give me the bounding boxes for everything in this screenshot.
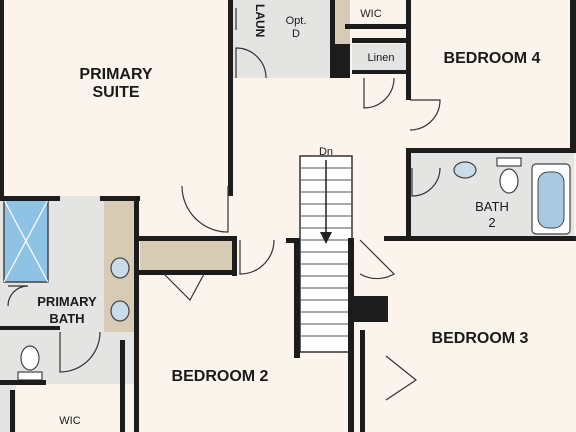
hall-counter — [140, 240, 232, 270]
bath-2-tub-basin — [537, 171, 565, 229]
stair-direction-label: Dn — [319, 146, 333, 158]
stair-arrow-head — [320, 232, 332, 244]
bath-2-label-line2: 2 — [488, 215, 495, 230]
primary-toilet-bowl — [20, 345, 40, 371]
opt-d-label-line2: D — [292, 28, 300, 40]
vanity-sink-lower — [110, 300, 130, 322]
primary-bath-label-line1: PRIMARY — [37, 294, 97, 309]
primary-suite-label-line2: SUITE — [92, 84, 139, 101]
bedroom-3-label: BEDROOM 3 — [432, 330, 529, 347]
primary-suite-label-line1: PRIMARY — [79, 66, 153, 83]
linen-floor — [352, 44, 408, 70]
opt-d-label-line1: Opt. — [286, 15, 307, 27]
wic-top-label: WIC — [360, 8, 381, 20]
bedroom-2-label: BEDROOM 2 — [172, 368, 269, 385]
wic-bottom-label: WIC — [59, 415, 80, 427]
bath-2-toilet-bowl — [499, 168, 519, 194]
bath-2-label-line1: BATH — [475, 199, 509, 214]
primary-wic-floor — [16, 384, 134, 432]
linen-label: Linen — [368, 52, 395, 64]
primary-bath-label-line2: BATH — [49, 311, 84, 326]
primary-toilet-tank — [17, 371, 43, 381]
vanity-sink-upper — [110, 257, 130, 279]
bedroom-4-label: BEDROOM 4 — [444, 50, 541, 67]
door-swings — [7, 8, 441, 401]
bath-2-toilet-tank — [496, 157, 522, 167]
laundry-floor — [232, 0, 330, 78]
shower-glass-diagonal-2 — [3, 199, 49, 283]
laundry-label: LAUN — [253, 4, 267, 37]
bath-2-sink — [453, 161, 477, 179]
